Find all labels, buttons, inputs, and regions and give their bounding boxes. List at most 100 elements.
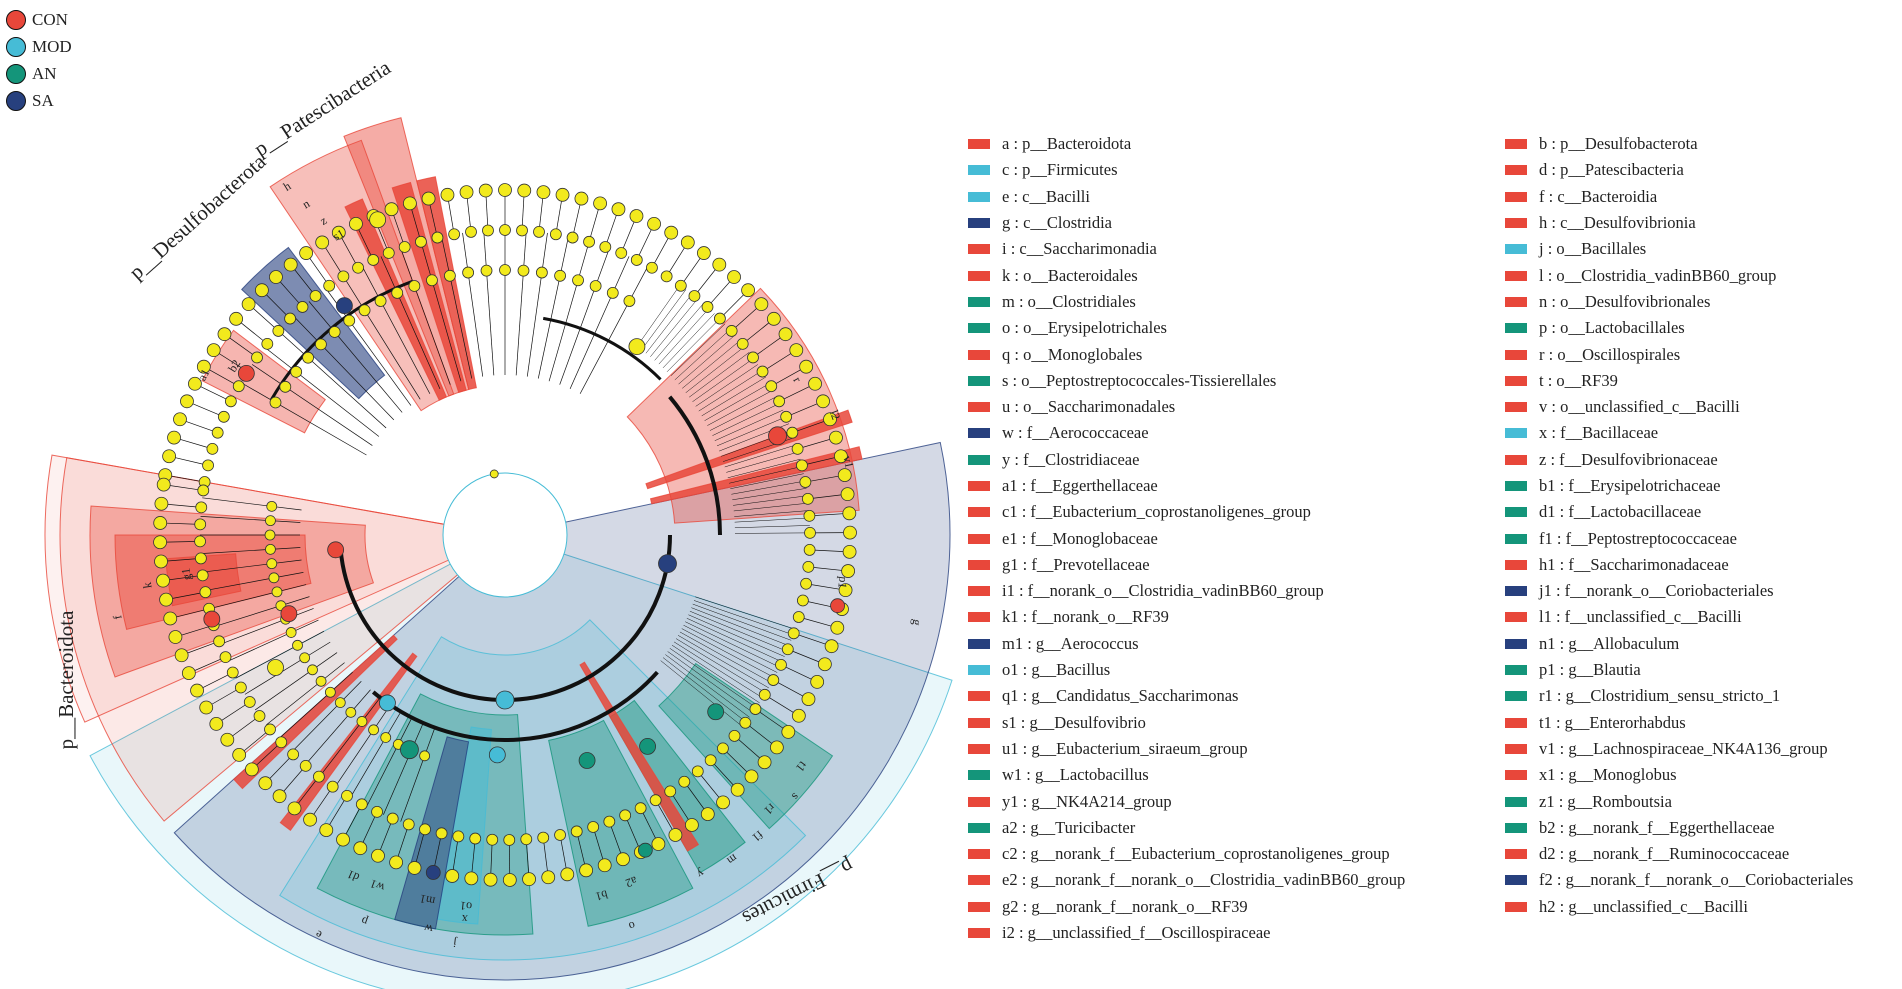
cladogram-nodes (153, 183, 857, 887)
branch-edge (537, 236, 569, 379)
taxon-node (781, 643, 794, 656)
branch-edge (686, 618, 783, 663)
taxon-node (154, 554, 168, 569)
taxon-node (217, 327, 232, 342)
taxon-node (219, 651, 232, 664)
taxa-label: q1 : g__Candidatus_Saccharimonas (1002, 686, 1239, 706)
color-swatch-icon (1505, 375, 1527, 386)
taxon-node (352, 261, 364, 274)
taxon-node (741, 283, 755, 298)
taxon-node (356, 716, 368, 727)
taxon-node (452, 830, 465, 843)
taxa-label: d2 : g__norank_f__Ruminococcaceae (1539, 844, 1790, 864)
taxon-node (345, 706, 357, 718)
color-swatch-icon (968, 296, 990, 307)
taxon-node (296, 301, 309, 313)
taxon-node (307, 664, 318, 676)
taxon-node (299, 246, 314, 260)
taxon-node (838, 583, 853, 598)
taxon-node (597, 858, 612, 873)
taxa-legend-item: j : o__Bacillales (1505, 236, 1853, 262)
node-clostridiales (639, 738, 656, 755)
legend-item-sa: SA (6, 87, 72, 114)
taxa-label: c2 : g__norank_f__Eubacterium_coprostano… (1002, 844, 1390, 864)
taxon-node (415, 235, 427, 248)
taxon-node (816, 394, 830, 409)
clade-label-w: w (423, 921, 435, 936)
taxon-node (787, 627, 800, 640)
taxon-node (736, 337, 749, 350)
branch-edge (727, 458, 801, 479)
taxon-node (290, 365, 303, 378)
branch-edge (240, 382, 367, 456)
color-swatch-icon (968, 665, 990, 676)
taxon-node (792, 611, 805, 623)
clade-label-o: o (627, 919, 637, 934)
taxon-node (747, 351, 759, 364)
color-swatch-icon (1505, 559, 1527, 570)
taxon-node (773, 395, 786, 408)
taxon-node (153, 516, 168, 530)
taxon-node (647, 216, 661, 231)
branch-edge (709, 396, 777, 431)
taxa-label: i2 : g__unclassified_f__Oscillospiraceae (1002, 923, 1271, 943)
branch-edge (692, 358, 754, 402)
taxon-node (217, 410, 230, 423)
taxa-label: i : c__Saccharimonadia (1002, 239, 1157, 259)
taxon-node (725, 325, 738, 337)
taxon-node (199, 700, 214, 715)
color-swatch-icon (968, 901, 990, 912)
inner-circle (442, 472, 568, 598)
taxa-legend-item: l1 : f__unclassified_c__Bacilli (1505, 604, 1853, 630)
taxa-legend-item: s1 : g__Desulfovibrio (968, 710, 1405, 736)
sector-red-spoke-1 (391, 181, 467, 393)
branch-edge (695, 596, 796, 630)
color-swatch-icon (1505, 139, 1527, 150)
node-root (489, 469, 499, 479)
taxa-label: g1 : f__Prevotellaceae (1002, 554, 1150, 574)
taxon-node (606, 287, 619, 299)
taxa-legend-item: p : o__Lactobacillales (1505, 315, 1853, 341)
branch-edge (673, 641, 763, 699)
taxon-node (840, 487, 855, 502)
color-swatch-icon (968, 691, 990, 702)
color-swatch-icon (968, 638, 990, 649)
taxon-node (154, 496, 169, 511)
taxon-node (691, 765, 704, 778)
color-swatch-icon (968, 928, 990, 939)
taxa-legend-item: q : o__Monoglobales (968, 341, 1405, 367)
branch-edge (704, 383, 770, 421)
taxon-node (402, 818, 415, 831)
taxon-node (313, 770, 325, 783)
branch-edge (688, 614, 785, 657)
taxon-node (589, 280, 602, 292)
color-swatch-icon (1505, 586, 1527, 597)
taxon-node (554, 269, 566, 282)
mod-dot-icon (6, 36, 26, 57)
taxa-label: y1 : g__NK4A214_group (1002, 791, 1172, 811)
node-prevotellaceae (203, 610, 221, 628)
taxon-node (766, 311, 781, 326)
sector-desulfobacterota (269, 139, 455, 412)
legend-item-con: CON (6, 6, 72, 33)
branch-edge (380, 256, 441, 389)
branch-edge (689, 352, 750, 398)
taxon-node (419, 823, 431, 836)
taxon-node (303, 812, 317, 827)
clade-label-b1: b1 (594, 887, 609, 904)
branch-edge (205, 572, 304, 591)
phylum-label-bacteroidota: p__Bacteroidota (54, 610, 78, 749)
taxa-label: a2 : g__Turicibacter (1002, 817, 1136, 837)
sector-coriobacteriales (241, 246, 386, 400)
branch-edge (662, 657, 747, 723)
taxon-node (480, 264, 493, 277)
branch-edge (733, 502, 809, 512)
branch-edge (254, 652, 338, 711)
taxon-node (688, 290, 701, 302)
branch-edge (732, 488, 807, 501)
taxon-node (537, 831, 550, 844)
clade-label-w1: w1 (368, 877, 387, 895)
taxon-node (269, 396, 282, 409)
sector-red-spoke-3 (233, 634, 398, 790)
taxon-node (603, 815, 616, 828)
